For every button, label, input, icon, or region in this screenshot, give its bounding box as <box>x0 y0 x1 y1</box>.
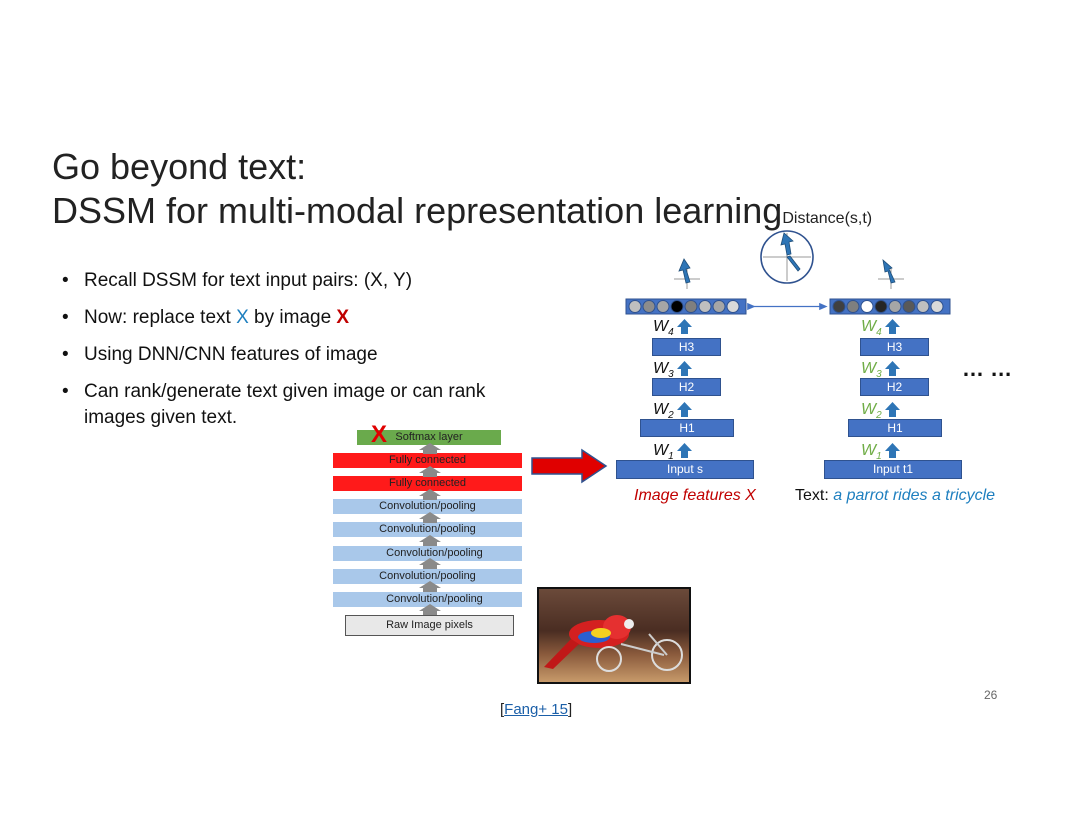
bullet-item: Using DNN/CNN features of image <box>62 342 544 368</box>
right-h2: H2 <box>860 378 929 396</box>
raw-pixels-layer: Raw Image pixels <box>345 615 514 636</box>
fc-label: Fully connected <box>388 477 467 489</box>
page-number: 26 <box>984 688 998 702</box>
caption-text: a parrot rides a tricycle <box>833 487 996 504</box>
right-output-vector <box>878 258 904 289</box>
left-caption: Image features X <box>634 487 756 504</box>
title-line-2-text: DSSM for multi-modal representation lear… <box>52 190 783 231</box>
w-subscript: 3 <box>876 369 882 381</box>
w-label: W <box>861 442 877 459</box>
right-up-arrows <box>885 319 900 458</box>
bullet-item: Can rank/generate text given image or ca… <box>62 379 544 431</box>
h3-label: H3 <box>678 340 695 354</box>
w-label: W <box>861 401 877 418</box>
caption-prefix: Text: <box>795 487 834 504</box>
title-line-2: DSSM for multi-modal representation lear… <box>52 189 872 241</box>
ellipsis: … … <box>962 356 1013 381</box>
left-h3: H3 <box>652 338 721 356</box>
h2-label: H2 <box>678 380 695 394</box>
bullet-x-red: X <box>336 307 350 328</box>
right-input: Input t1 <box>824 460 962 479</box>
w-label: W <box>653 442 669 459</box>
distance-label: Distance(s,t) <box>782 210 873 227</box>
conv-layer-1: Convolution/pooling <box>333 499 522 514</box>
conv-layer-3: Convolution/pooling <box>333 546 522 561</box>
h1-label: H1 <box>887 421 903 435</box>
right-w4: W4 <box>861 318 882 338</box>
h2-label: H2 <box>886 380 903 394</box>
right-w1: W1 <box>861 442 882 462</box>
w-label: W <box>861 318 877 335</box>
right-w2: W2 <box>861 401 882 421</box>
w-label: W <box>861 360 877 377</box>
citation: [Fang+ 15] <box>500 701 572 718</box>
bullet-item: Recall DSSM for text input pairs: (X, Y) <box>62 268 544 294</box>
w-label: W <box>653 360 669 377</box>
w-subscript: 1 <box>876 451 882 463</box>
bullet-text-mid: by image <box>248 307 337 328</box>
conv-label: Convolution/pooling <box>379 500 476 512</box>
bullet-x-blue: X <box>236 307 249 328</box>
big-red-arrow <box>531 448 608 484</box>
citation-close: ] <box>567 701 573 718</box>
right-h3: H3 <box>860 338 929 356</box>
right-h1: H1 <box>848 419 942 437</box>
left-input: Input s <box>616 460 754 479</box>
left-nodes <box>628 300 740 313</box>
softmax-label: Softmax layer <box>395 431 463 443</box>
left-h2: H2 <box>652 378 721 396</box>
left-output-vector <box>674 258 700 289</box>
h1-label: H1 <box>679 421 695 435</box>
bullet-text: Recall DSSM for text input pairs: (X, Y) <box>84 270 413 291</box>
w-label: W <box>653 318 669 335</box>
input-label: Input s <box>666 462 704 476</box>
fc-layer-1: Fully connected <box>333 453 522 468</box>
left-w4: W4 <box>653 318 674 338</box>
title-line-1: Go beyond text: <box>52 146 307 187</box>
fc-layer-2: Fully connected <box>333 476 522 491</box>
w-label: W <box>653 401 669 418</box>
distance-circle <box>760 230 814 284</box>
raw-label: Raw Image pixels <box>386 619 473 631</box>
left-up-arrows <box>677 319 692 458</box>
w-subscript: 2 <box>668 410 674 422</box>
conv-label: Convolution/pooling <box>379 523 476 535</box>
slide-title: Go beyond text: DSSM for multi-modal rep… <box>52 145 872 241</box>
citation-open: [ <box>500 701 505 718</box>
conv-layer-4: Convolution/pooling <box>333 569 522 584</box>
bullet-text: Can rank/generate text given image or ca… <box>84 381 486 428</box>
cnn-connector-arrows <box>419 443 441 615</box>
input-label: Input t1 <box>872 462 914 476</box>
left-w1: W1 <box>653 442 674 462</box>
left-w3: W3 <box>653 360 674 380</box>
bullet-text-pre: Now: replace text <box>84 307 237 328</box>
right-nodes <box>832 300 944 313</box>
w-subscript: 3 <box>668 369 674 381</box>
right-caption: Text: a parrot rides a tricycle <box>795 487 995 505</box>
h3-label: H3 <box>886 340 903 354</box>
conv-label: Convolution/pooling <box>386 547 483 559</box>
fc-label: Fully connected <box>388 454 467 466</box>
softmax-layer: Softmax layer <box>357 430 501 445</box>
x-mark: X <box>371 421 388 448</box>
w-subscript: 4 <box>668 327 674 339</box>
bullet-item: Now: replace text X by image X <box>62 305 544 331</box>
left-h1: H1 <box>640 419 734 437</box>
right-w3: W3 <box>861 360 882 380</box>
citation-link[interactable]: Fang+ 15 <box>504 701 568 718</box>
bullet-list: Recall DSSM for text input pairs: (X, Y)… <box>62 268 544 442</box>
bullet-text: Using DNN/CNN features of image <box>84 344 378 365</box>
conv-label: Convolution/pooling <box>379 570 476 582</box>
w-subscript: 4 <box>876 327 882 339</box>
w-subscript: 1 <box>668 451 674 463</box>
dssm-graphics <box>625 230 951 458</box>
w-subscript: 2 <box>876 410 882 422</box>
conv-layer-2: Convolution/pooling <box>333 522 522 537</box>
conv-label: Convolution/pooling <box>386 593 483 605</box>
parrot-photo <box>537 587 691 684</box>
conv-layer-5: Convolution/pooling <box>333 592 522 607</box>
parrot-illustration <box>544 615 683 672</box>
left-w2: W2 <box>653 401 674 421</box>
